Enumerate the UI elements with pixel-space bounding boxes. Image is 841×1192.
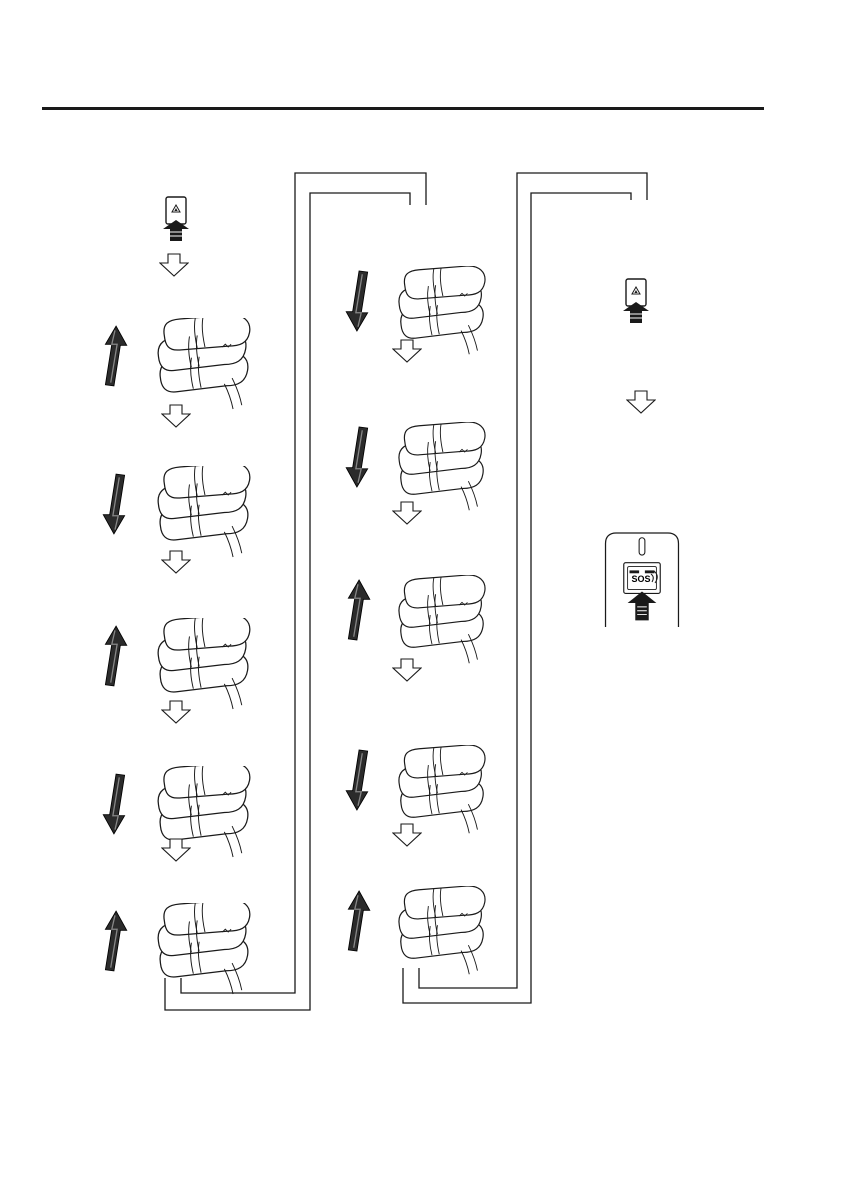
- hollow-down-arrow-icon: [162, 405, 190, 427]
- hollow-down-arrow-icon: [393, 824, 421, 846]
- hollow-down-arrow-icon: [162, 701, 190, 723]
- sos-label: SOS: [631, 574, 650, 584]
- wiper-lever-icon: [399, 745, 485, 833]
- bold-down-arrow-icon: [103, 474, 124, 534]
- wiper-lever-icon: [158, 615, 250, 709]
- bold-up-arrow-icon: [105, 326, 126, 386]
- bold-down-arrow-icon: [346, 750, 367, 810]
- hollow-down-arrow-icon: [393, 340, 421, 362]
- bold-down-arrow-icon: [346, 427, 367, 487]
- hollow-down-arrow-icon: [627, 391, 655, 413]
- hollow-down-arrow-icon: [162, 551, 190, 573]
- step-icons: SOS: [103, 197, 678, 994]
- hollow-down-arrow-icon: [393, 502, 421, 524]
- wiper-lever-icon: [399, 575, 485, 663]
- bold-down-arrow-icon: [103, 774, 124, 834]
- hollow-down-arrow-icon: [160, 254, 188, 276]
- wiper-lever-icon: [399, 422, 485, 510]
- wiper-lever-icon: [158, 463, 250, 557]
- wiper-lever-icon: [158, 900, 250, 994]
- connector-col1-col2: [165, 173, 426, 1010]
- hollow-down-arrow-icon: [162, 839, 190, 861]
- bold-down-arrow-icon: [346, 271, 367, 331]
- wiper-lever-icon: [158, 315, 250, 409]
- wiper-lever-icon: [399, 886, 485, 974]
- bold-up-arrow-icon: [105, 626, 126, 686]
- hazard-switch-icon: [163, 197, 189, 241]
- hazard-switch-icon: [623, 279, 649, 323]
- hollow-down-arrow-icon: [393, 659, 421, 681]
- bold-up-arrow-icon: [348, 891, 369, 951]
- bold-up-arrow-icon: [105, 911, 126, 971]
- bold-up-arrow-icon: [348, 580, 369, 640]
